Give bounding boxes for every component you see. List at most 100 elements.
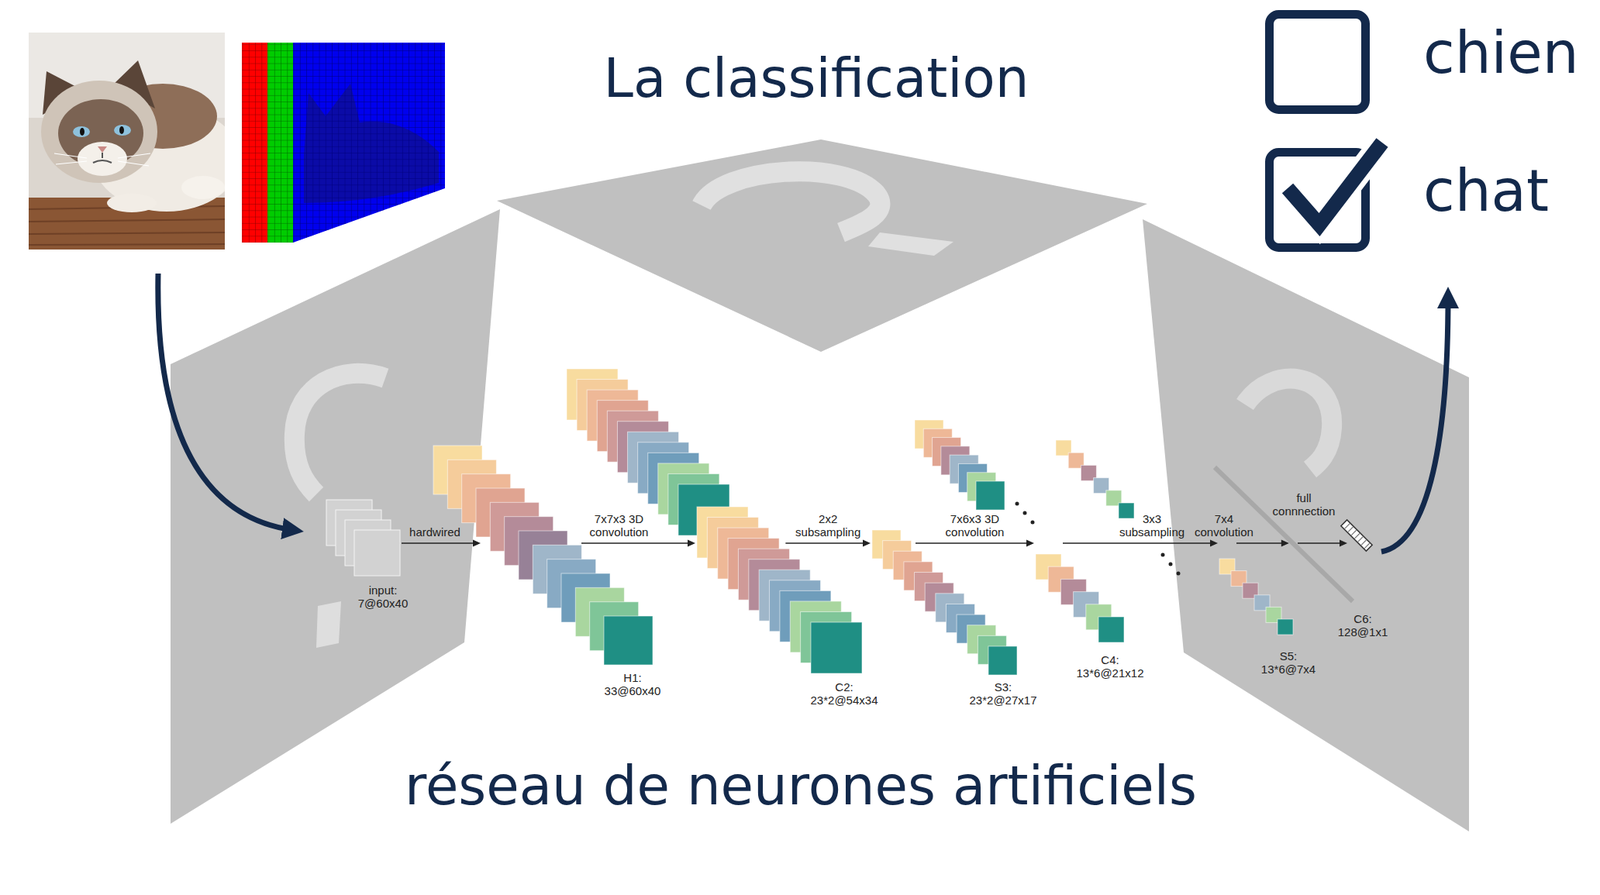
cat-nose [97, 146, 107, 153]
layer-label: S3: 23*2@27x17 [969, 680, 1038, 708]
connector [1062, 540, 1218, 548]
arrow-head [1026, 540, 1035, 548]
rgb-channels [241, 42, 445, 243]
layer-node: H1: 33@60x40 [433, 445, 653, 666]
connector [785, 540, 871, 548]
dot [1015, 502, 1020, 507]
output-arrow [1381, 297, 1449, 552]
operation-label: 7x6x3 3D convolution [945, 512, 1005, 540]
operation-label: 3x3 subsampling [1119, 512, 1185, 540]
question-mark [1244, 379, 1332, 470]
layer-shape [433, 445, 653, 666]
full-connection-arrow [1297, 540, 1348, 548]
question-dot [316, 601, 342, 649]
feature-map [1277, 619, 1294, 635]
cat-pupil [119, 126, 125, 135]
dot [1161, 553, 1166, 558]
photo-wall [28, 32, 225, 250]
feature-map [810, 622, 863, 674]
dot [1176, 572, 1181, 576]
layer-label: C2: 23*2@54x34 [810, 680, 879, 708]
box-panels [170, 139, 1469, 832]
arrow-head [862, 540, 871, 548]
cat-pupil [79, 127, 85, 136]
operation-label: 7x7x3 3D convolution [589, 512, 649, 540]
arrow-head [687, 540, 696, 548]
layer-shape [1219, 558, 1294, 635]
connector-line [401, 542, 474, 545]
layer-node: S3: 23*2@27x17 [872, 420, 1018, 676]
cat-paw [181, 175, 225, 200]
cat-head [41, 80, 158, 183]
cat-photo [28, 32, 225, 250]
right-panel [1142, 219, 1469, 832]
connector-line [915, 542, 1028, 545]
connector [915, 540, 1035, 548]
left-panel [170, 209, 500, 825]
cat-paw [106, 193, 157, 213]
cat-mouth [93, 152, 112, 163]
feature-map [988, 646, 1018, 676]
connector [401, 540, 481, 548]
arrow-head [472, 540, 481, 548]
green-grid [267, 42, 294, 243]
top-panel [496, 139, 1148, 352]
connector [1236, 540, 1290, 548]
feature-map [975, 481, 1005, 511]
option-label: chien [1423, 24, 1580, 82]
dot [1031, 520, 1035, 525]
feature-map [1098, 617, 1125, 643]
operation-label: 7x4 convolution [1194, 512, 1254, 540]
layer-node: S5: 13*6@7x4 [1219, 558, 1294, 635]
cat-whiskers [54, 153, 151, 166]
red-channel [241, 42, 268, 243]
layer-shape [326, 500, 400, 576]
dot [1168, 562, 1173, 567]
cat-eye [72, 126, 90, 138]
green-channel [267, 42, 294, 243]
question-mark [701, 171, 880, 233]
layer-shape [872, 420, 1018, 676]
checkbox-option: chien [1265, 10, 1584, 114]
arrow-line [1297, 542, 1341, 545]
cat-muzzle [77, 141, 128, 176]
layer-shape [1035, 440, 1135, 643]
operation-label: full connnection [1272, 491, 1336, 519]
connector-line [1236, 542, 1283, 545]
blue-channel [293, 42, 445, 243]
red-grid [241, 42, 268, 243]
layer-node: C4: 13*6@21x12 [1035, 440, 1135, 643]
title: La classification [603, 48, 1030, 110]
layer-node: input: 7@60x40 [326, 500, 400, 576]
check-mark [1287, 142, 1383, 225]
arrow-head [1339, 540, 1348, 548]
connector-line [785, 542, 864, 545]
feature-map [354, 530, 400, 576]
checkbox-option: chat [1265, 148, 1554, 252]
operation-label: 2x2 subsampling [795, 512, 861, 540]
checkbox-symbol [1265, 10, 1370, 114]
output-box [1341, 520, 1373, 552]
caption: réseau de neurones artificiels [404, 755, 1197, 818]
check-mark-halo [1287, 142, 1383, 225]
feature-map [1118, 503, 1135, 519]
connector-line [1062, 542, 1211, 545]
checkbox-square [1269, 14, 1366, 111]
option-label: chat [1423, 162, 1549, 220]
dot [1023, 511, 1028, 516]
layer-label: input: 7@60x40 [358, 583, 408, 611]
layer-label: H1: 33@60x40 [604, 671, 662, 699]
layer-label: C6: 128@1x1 [1337, 612, 1388, 640]
blue-grid [293, 42, 445, 243]
operation-label: hardwired [409, 525, 461, 539]
question-dot [868, 232, 954, 256]
layer-label: S5: 13*6@7x4 [1261, 649, 1316, 677]
arrow-head [1210, 540, 1218, 548]
connector-line [581, 542, 689, 545]
layer-label: C4: 13*6@21x12 [1076, 653, 1145, 681]
cat-eye [113, 124, 132, 136]
connector [581, 540, 696, 548]
output-layer [1341, 520, 1373, 552]
question-mark [294, 373, 386, 495]
